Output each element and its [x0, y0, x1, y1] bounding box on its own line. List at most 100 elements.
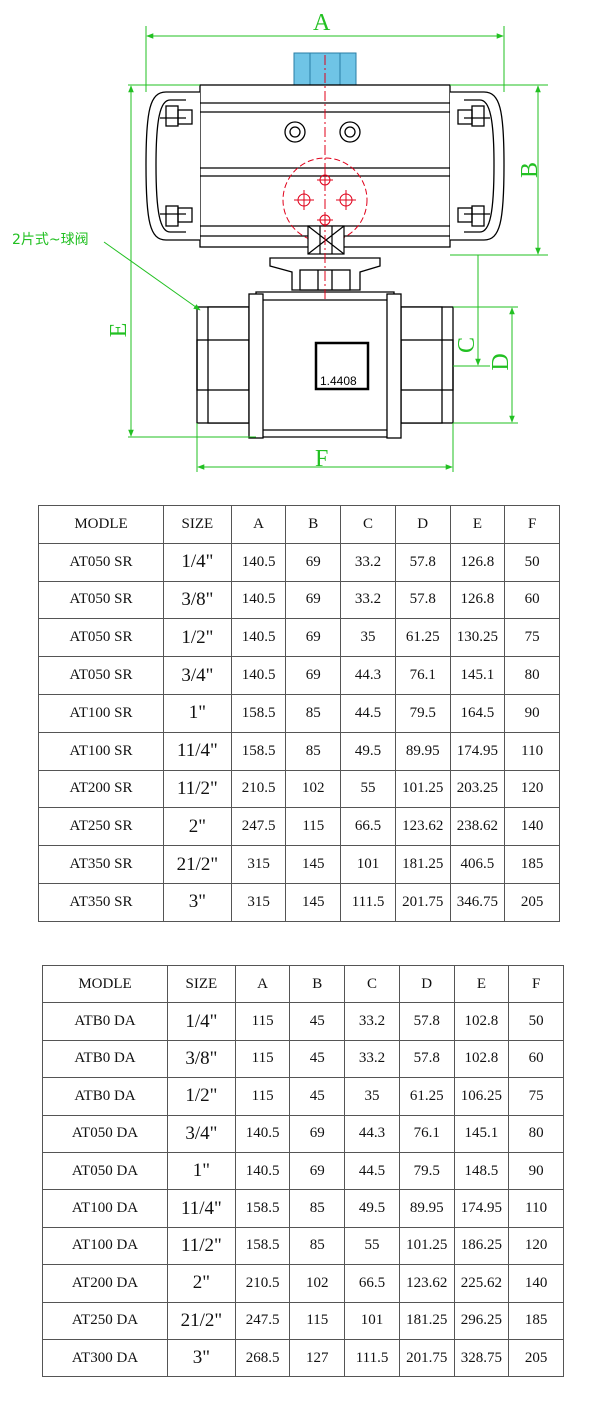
dimension-cell: 89.95	[398, 1189, 455, 1228]
dimension-cell: 158.5	[234, 1189, 291, 1228]
model-cell: AT050 SR	[37, 542, 165, 582]
dimension-cell: 45	[289, 1002, 346, 1041]
dimension-cell: 50	[504, 542, 560, 582]
dimension-cell: 66.5	[344, 1264, 400, 1303]
dimension-cell: 102.8	[453, 1002, 510, 1041]
dimension-cell: 106.25	[453, 1077, 510, 1116]
dimension-cell: 89.95	[394, 731, 451, 771]
model-cell: ATB0 DA	[41, 1002, 169, 1041]
dimension-cell: 140.5	[234, 1151, 291, 1191]
dimension-cell: 85	[285, 693, 342, 733]
size-cell: 3"	[163, 882, 232, 922]
dimension-cell: 115	[234, 1039, 291, 1079]
dimension-cell: 126.8	[449, 580, 506, 620]
dimension-cell: 55	[344, 1226, 400, 1266]
dimension-cell: 44.3	[340, 656, 396, 695]
model-cell: AT350 SR	[37, 845, 165, 884]
model-cell: AT050 SR	[37, 580, 165, 620]
size-cell: 1"	[163, 693, 232, 733]
dimension-cell: 186.25	[453, 1226, 510, 1266]
header-cell: MODLE	[41, 964, 169, 1004]
header-cell: E	[453, 964, 510, 1004]
coupling	[307, 225, 345, 255]
actuator-body	[145, 84, 505, 248]
size-cell: 21/2"	[167, 1301, 236, 1340]
dimension-cell: 120	[508, 1226, 564, 1266]
dimension-cell: 101.25	[398, 1226, 455, 1266]
dimension-cell: 210.5	[230, 769, 287, 809]
ball-valve-body	[196, 291, 454, 439]
nameplate-label: 1.4408	[320, 374, 357, 388]
size-cell: 2"	[163, 807, 232, 847]
dimension-cell: 346.75	[449, 882, 506, 922]
dimension-cell: 85	[289, 1226, 346, 1266]
dimension-cell: 85	[289, 1189, 346, 1228]
dimension-cell: 115	[234, 1077, 291, 1116]
model-cell: AT100 DA	[41, 1189, 169, 1228]
dimension-cell: 205	[504, 882, 560, 922]
valve-type-callout: 2片式~球阀	[12, 232, 89, 248]
dimension-cell: 145.1	[453, 1114, 510, 1153]
dimension-cell: 102	[289, 1264, 346, 1303]
header-cell: F	[508, 964, 564, 1004]
model-cell: AT050 DA	[41, 1151, 169, 1191]
dimension-cell: 158.5	[234, 1226, 291, 1266]
model-cell: AT050 SR	[37, 618, 165, 658]
dimension-cell: 201.75	[398, 1338, 455, 1378]
model-cell: AT200 SR	[37, 769, 165, 809]
size-cell: 3/8"	[167, 1039, 236, 1079]
dimension-cell: 35	[340, 618, 396, 658]
dimension-cell: 44.5	[340, 693, 396, 733]
dimension-cell: 69	[285, 542, 342, 582]
dimension-cell: 102	[285, 769, 342, 809]
header-cell: A	[234, 964, 291, 1004]
dimension-cell: 111.5	[344, 1338, 400, 1378]
dimension-cell: 101.25	[394, 769, 451, 809]
dimension-cell: 69	[289, 1114, 346, 1153]
dimension-cell: 145.1	[449, 656, 506, 695]
header-cell: B	[289, 964, 346, 1004]
dimension-cell: 115	[234, 1002, 291, 1041]
dimension-cell: 123.62	[398, 1264, 455, 1303]
size-cell: 21/2"	[163, 845, 232, 884]
dimension-cell: 110	[504, 731, 560, 771]
model-cell: ATB0 DA	[41, 1077, 169, 1116]
dimension-cell: 44.5	[344, 1151, 400, 1191]
dimension-cell: 60	[504, 580, 560, 620]
dimension-cell: 158.5	[230, 731, 287, 771]
dimension-cell: 57.8	[394, 580, 451, 620]
dimension-cell: 315	[230, 882, 287, 922]
dimension-cell: 140.5	[230, 542, 287, 582]
dimension-cell: 164.5	[449, 693, 506, 733]
dimension-cell: 328.75	[453, 1338, 510, 1378]
header-cell: D	[398, 964, 455, 1004]
dimension-cell: 127	[289, 1338, 346, 1378]
model-cell: AT100 SR	[37, 693, 165, 733]
dimension-cell: 55	[340, 769, 396, 809]
dim-label-b: B	[517, 162, 543, 178]
dimension-cell: 140.5	[230, 656, 287, 695]
size-cell: 3"	[167, 1338, 236, 1378]
size-cell: 1/2"	[163, 618, 232, 658]
dimension-cell: 140	[508, 1264, 564, 1303]
dimension-cell: 201.75	[394, 882, 451, 922]
model-cell: AT100 SR	[37, 731, 165, 771]
dimension-cell: 101	[344, 1301, 400, 1340]
dimension-cell: 296.25	[453, 1301, 510, 1340]
dim-label-d: D	[488, 353, 514, 370]
dimension-cell: 174.95	[453, 1189, 510, 1228]
